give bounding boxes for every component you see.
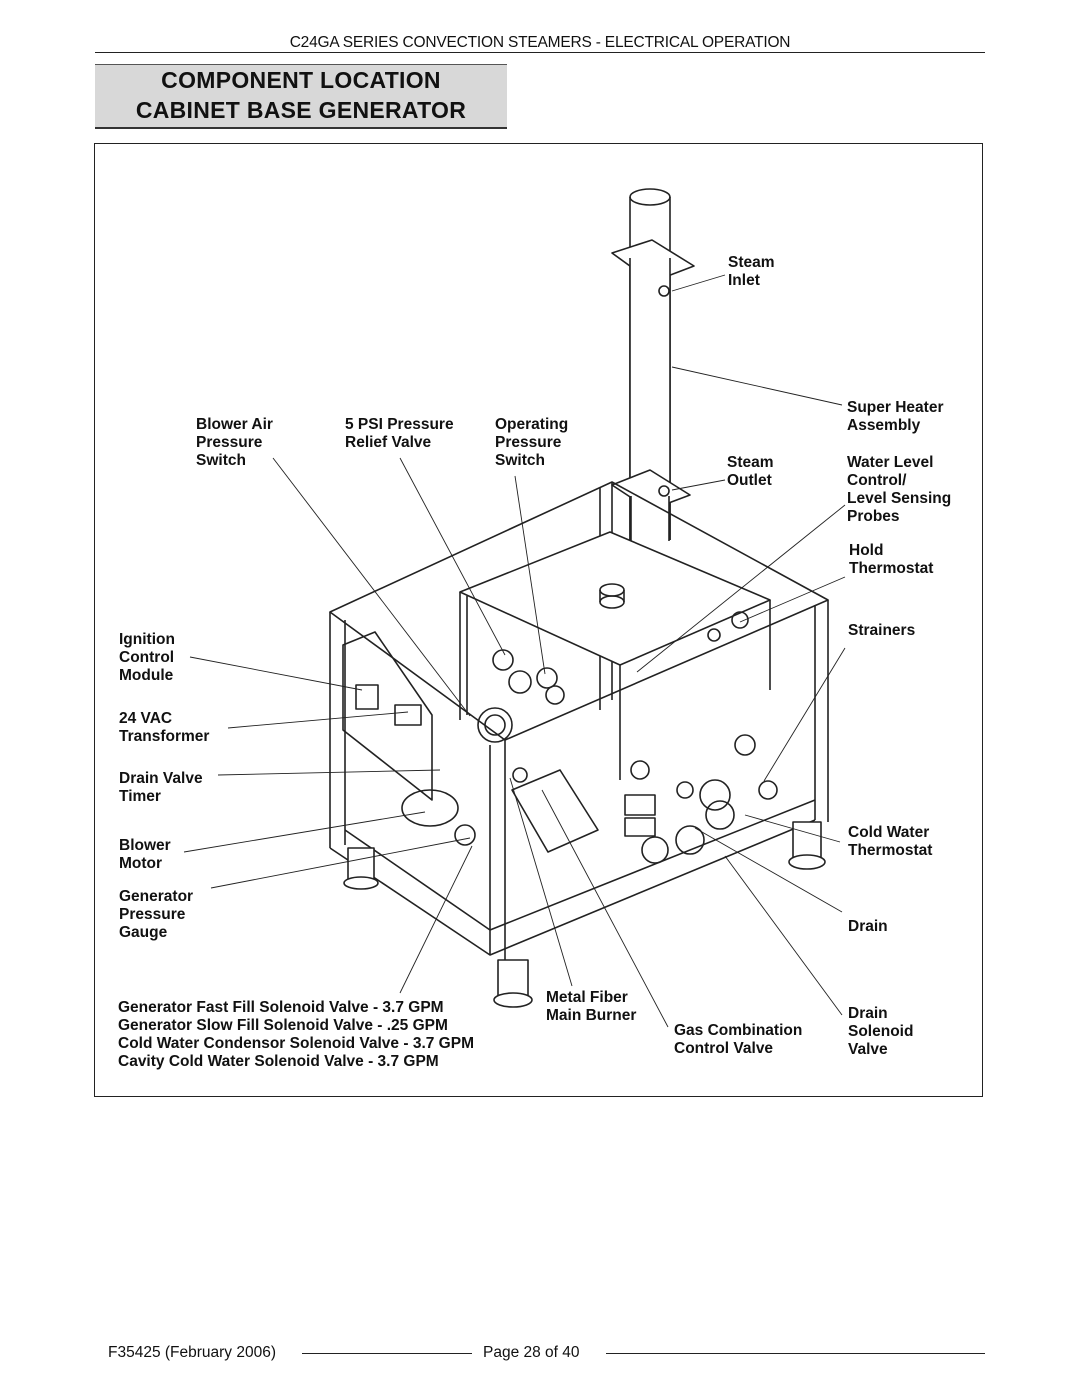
label-strainers: Strainers: [848, 622, 916, 639]
footer-rule-left: [302, 1353, 472, 1354]
title-line-1: COMPONENT LOCATION: [161, 67, 441, 93]
blower-housing: [477, 707, 513, 743]
title-box: COMPONENT LOCATION CABINET BASE GENERATO…: [95, 64, 507, 129]
label-drain: Drain: [848, 918, 888, 935]
footer-page-number: Page 28 of 40: [483, 1344, 580, 1361]
header-rule: [95, 52, 985, 53]
footer-doc-id: F35425 (February 2006): [108, 1344, 277, 1361]
diagram-frame: [94, 143, 983, 1097]
footer-rule-right: [606, 1353, 985, 1354]
label-solenoid-list: Generator Fast Fill Solenoid Valve - 3.7…: [118, 999, 474, 1070]
steam-pipe-top: [629, 188, 671, 206]
title-line-2: CABINET BASE GENERATOR: [135, 97, 467, 123]
burner-body: [511, 769, 599, 853]
running-header: C24GA SERIES CONVECTION STEAMERS - ELECT…: [289, 34, 791, 51]
